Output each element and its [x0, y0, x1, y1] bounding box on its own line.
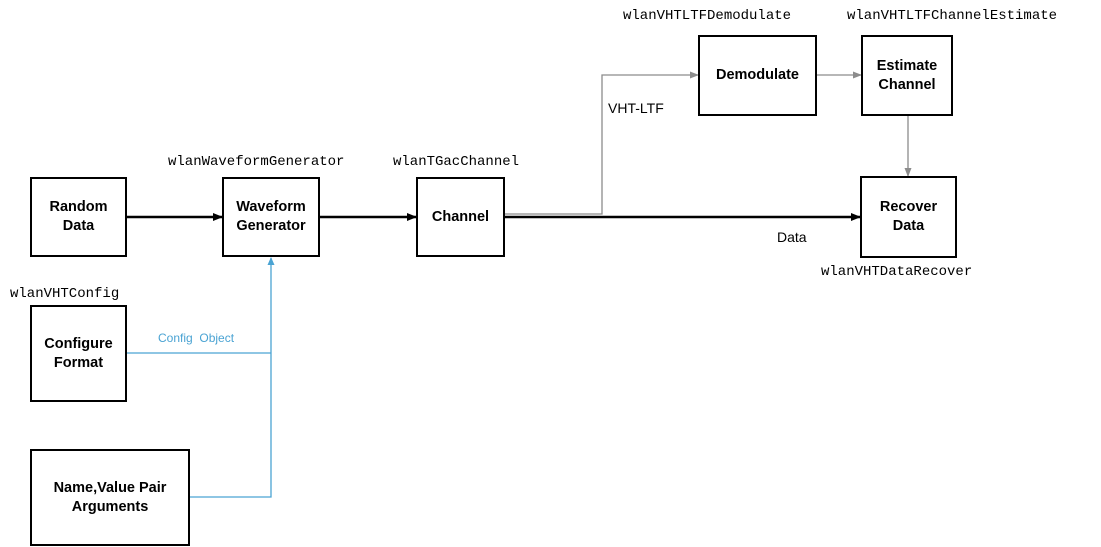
demodulate-block[interactable]: Demodulate	[698, 35, 817, 116]
recover-data-block[interactable]: Recover Data	[860, 176, 957, 258]
configure-format-block[interactable]: Configure Format	[30, 305, 127, 402]
demodulate-label: Demodulate	[716, 67, 799, 83]
channel-function: wlanTGacChannel	[393, 154, 520, 170]
vht-ltf-label: VHT-LTF	[608, 100, 664, 116]
random-data-block[interactable]: Random Data	[30, 177, 127, 257]
channel-to-demodulate-arrow	[505, 71, 699, 215]
estimate-channel-block[interactable]: Estimate Channel	[861, 35, 953, 116]
recover-data-function: wlanVHTDataRecover	[821, 264, 973, 280]
estimate-channel-label: Estimate Channel	[876, 57, 938, 93]
name-value-to-waveform-arrow	[190, 257, 275, 498]
name-value-args-block[interactable]: Name,Value Pair Arguments	[30, 449, 190, 546]
config-object-label: Config Object	[158, 331, 235, 345]
data-label: Data	[777, 229, 807, 245]
estimate-channel-function: wlanVHTLTFChannelEstimate	[847, 8, 1058, 24]
waveform-generator-block[interactable]: Waveform Generator	[222, 177, 320, 257]
channel-block[interactable]: Channel	[416, 177, 505, 257]
waveform-generator-label: Waveform Generator	[236, 199, 306, 234]
name-value-args-label: Name,Value Pair Arguments	[53, 479, 167, 515]
channel-label: Channel	[431, 208, 490, 225]
waveform-generator-function: wlanWaveformGenerator	[168, 154, 345, 170]
demodulate-function: wlanVHTLTFDemodulate	[623, 8, 792, 24]
recover-data-label: Recover Data	[879, 199, 938, 234]
configure-format-function: wlanVHTConfig	[10, 286, 120, 302]
configure-format-label: Configure Format	[44, 335, 113, 371]
random-data-label: Random Data	[49, 199, 108, 234]
